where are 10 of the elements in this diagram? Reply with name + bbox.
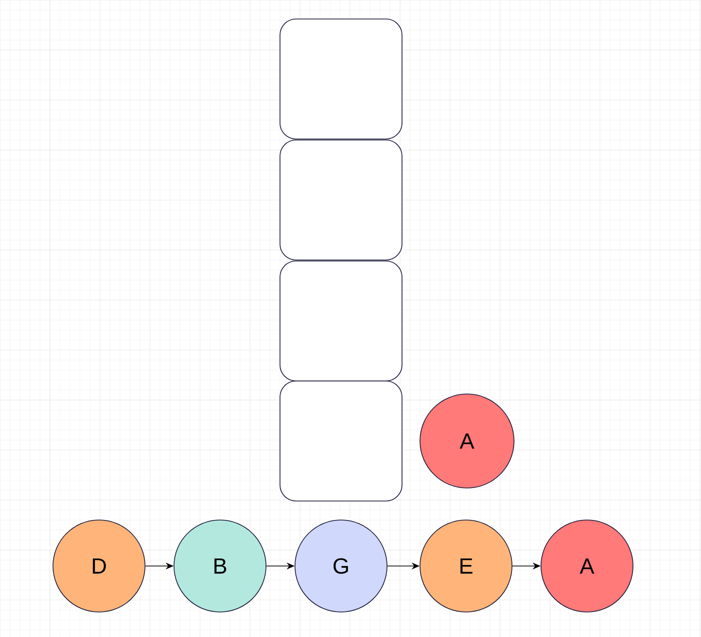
- circle-node: A: [540, 520, 634, 612]
- rounded-box: [280, 18, 402, 140]
- rounded-box: [280, 260, 402, 382]
- rounded-box: [280, 140, 402, 260]
- circle-node: B: [174, 520, 266, 612]
- circle-node: D: [52, 520, 146, 612]
- circle-node: G: [294, 520, 388, 612]
- circle-node: E: [420, 520, 512, 612]
- rounded-box: [280, 380, 402, 502]
- circle-node: A: [420, 394, 514, 488]
